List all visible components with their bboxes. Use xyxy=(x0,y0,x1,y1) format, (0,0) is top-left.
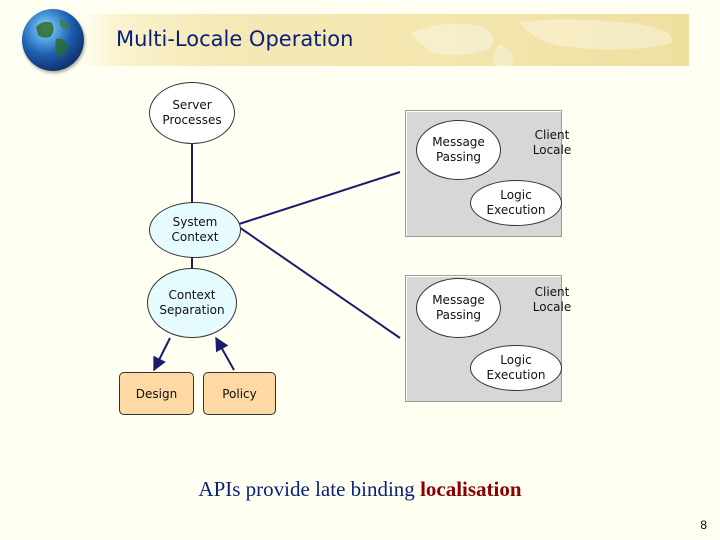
message-passing-label-top: Message Passing xyxy=(432,135,485,164)
globe-icon xyxy=(22,9,84,71)
logic-execution-node-bottom: Logic Execution xyxy=(470,345,562,391)
slide-title: Multi-Locale Operation xyxy=(116,27,354,51)
caption-text: APIs provide late binding xyxy=(198,477,421,501)
message-passing-node-bottom: Message Passing xyxy=(416,278,501,338)
client-locale-label-top: Client Locale xyxy=(532,128,572,157)
policy-node: Policy xyxy=(203,372,276,415)
system-context-node: System Context xyxy=(149,202,241,258)
server-processes-node: Server Processes xyxy=(149,82,235,144)
policy-label: Policy xyxy=(222,386,257,401)
context-separation-label: Context Separation xyxy=(159,288,225,317)
logic-execution-node-top: Logic Execution xyxy=(470,180,562,226)
server-processes-label: Server Processes xyxy=(162,98,222,127)
message-passing-label-bottom: Message Passing xyxy=(432,293,485,322)
message-passing-node-top: Message Passing xyxy=(416,120,501,180)
logic-execution-label-bottom: Logic Execution xyxy=(486,353,546,382)
logic-execution-label-top: Logic Execution xyxy=(486,188,546,217)
world-map-watermark xyxy=(410,19,672,66)
page-number: 8 xyxy=(700,518,707,532)
design-label: Design xyxy=(135,386,178,401)
caption-highlight: localisation xyxy=(420,477,522,501)
arrow-context-to-design xyxy=(153,337,171,372)
design-node: Design xyxy=(119,372,194,415)
link-context-to-locale-top xyxy=(235,171,401,226)
context-separation-node: Context Separation xyxy=(147,268,237,338)
slide-caption: APIs provide late binding localisation xyxy=(0,477,720,502)
system-context-label: System Context xyxy=(171,215,219,244)
link-context-to-locale-bottom xyxy=(235,224,401,339)
title-banner xyxy=(80,14,689,66)
arrow-context-to-policy xyxy=(215,336,235,371)
client-locale-label-bottom: Client Locale xyxy=(532,285,572,314)
